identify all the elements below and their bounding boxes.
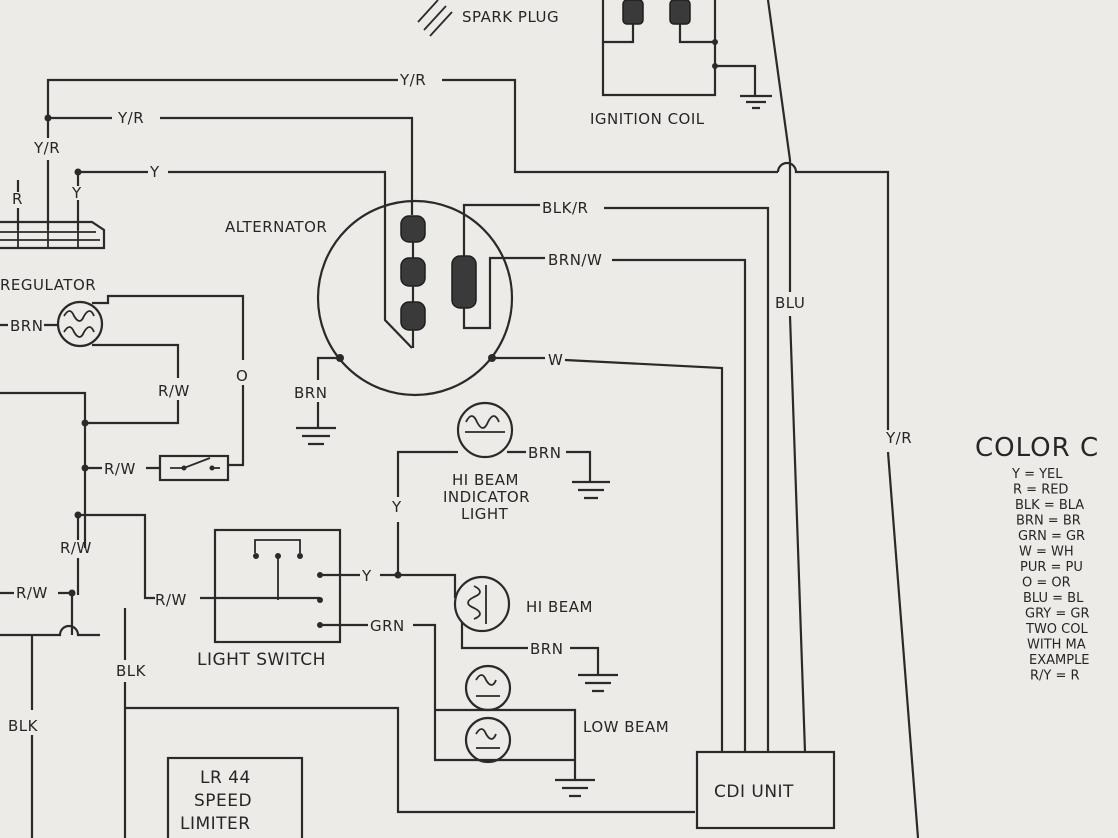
color-code-row: WITH MA (1027, 638, 1086, 653)
wire-label-y-reg: Y (71, 184, 82, 202)
wire-rw-4 (78, 513, 320, 600)
wire-label-rw-5: R/W (16, 584, 48, 602)
color-code-row: BLK = BLA (1015, 498, 1084, 513)
wire-label-rw-4: R/W (155, 591, 187, 609)
wire-brn-alt (316, 356, 340, 428)
color-code-row: Y = YEL (1011, 467, 1063, 482)
regulator-symbol (0, 220, 106, 250)
color-code-row: R = RED (1013, 483, 1068, 498)
wire-label-yr-right: Y/R (885, 429, 912, 447)
wire-label-grn: GRN (370, 617, 405, 635)
wire-label-brn-w: BRN/W (548, 251, 602, 269)
hi-beam-label: HI BEAM (526, 598, 593, 616)
wire-hump-lower (0, 624, 100, 637)
wire-blk-r (500, 203, 770, 752)
wire-label-rw-3: R/W (60, 539, 92, 557)
speed-limiter-line3: LIMITER (180, 814, 251, 834)
wire-grn (320, 623, 575, 762)
wire-label-w: W (548, 351, 563, 369)
wire-y-top (78, 170, 413, 349)
low-beam-symbol (435, 664, 595, 798)
color-code-row: BLU = BL (1023, 591, 1084, 606)
wire-label-blk-r: BLK/R (542, 199, 588, 217)
wire-blk-bottom (125, 706, 695, 814)
wire-label-y-mid: Y (391, 498, 402, 516)
wire-label-blu: BLU (775, 294, 805, 312)
wire-label-r-reg: R (12, 190, 23, 208)
wire-y-mid (396, 450, 452, 575)
cdi-unit-label: CDI UNIT (714, 782, 794, 802)
color-code-row: BRN = BR (1016, 514, 1081, 529)
wire-yr-second (48, 116, 414, 215)
ground-alternator (296, 426, 336, 446)
hi-beam-indicator-line2: INDICATOR (443, 488, 530, 506)
color-code-row: O = OR (1022, 576, 1071, 591)
wire-label-y-switch: Y (361, 567, 372, 585)
color-code-title: COLOR C (975, 433, 1099, 463)
brake-switch-box (158, 454, 230, 482)
color-code-row: R/Y = R (1030, 669, 1080, 684)
alternator-label: ALTERNATOR (225, 218, 327, 236)
wire-blu (788, 160, 807, 753)
color-code-row: TWO COL (1025, 622, 1088, 637)
wire-label-rw-1: R/W (158, 382, 190, 400)
wire-brn-w (505, 256, 747, 752)
spark-plug-symbol (417, 0, 453, 37)
alternator-circle (316, 199, 514, 397)
color-code-row: W = WH (1019, 545, 1074, 560)
hi-beam-symbol (453, 575, 618, 693)
wire-yr-top (46, 78, 778, 174)
wire-label-brn-left: BRN (10, 317, 43, 335)
wire-label-yr-left: Y/R (33, 139, 60, 157)
hi-beam-indicator-symbol (452, 401, 610, 500)
cdi-unit-box (695, 750, 836, 830)
wire-label-yr-top: Y/R (399, 71, 426, 89)
light-switch-box (213, 528, 342, 644)
light-switch-internals (253, 539, 323, 628)
ignition-coil-symbol (601, 0, 772, 110)
wire-y-switch (320, 573, 457, 598)
wire-label-rw-2: R/W (104, 460, 136, 478)
color-code-row: EXAMPLE (1029, 653, 1090, 668)
wire-rw-network (0, 391, 180, 548)
speed-limiter-line1: LR 44 (200, 768, 251, 788)
wire-label-blk-1: BLK (116, 662, 147, 680)
regulator-label: REGULATOR (0, 276, 96, 294)
light-switch-label: LIGHT SWITCH (197, 650, 326, 670)
wire-label-brn-indicator: BRN (528, 444, 561, 462)
wire-blu-upper (766, 0, 792, 161)
speed-limiter-line2: SPEED (194, 791, 252, 811)
wire-label-y-top: Y (149, 163, 160, 181)
hi-beam-indicator-line1: HI BEAM (452, 471, 519, 489)
wire-label-o: O (236, 367, 248, 385)
hi-beam-indicator-line3: LIGHT (461, 505, 509, 523)
wire-label-brn-alt: BRN (294, 384, 327, 402)
wire-label-yr-second: Y/R (117, 109, 144, 127)
low-beam-label: LOW BEAM (583, 718, 669, 736)
wire-label-blk-2: BLK (8, 717, 39, 735)
speed-limiter-box (166, 756, 304, 838)
spark-plug-label: SPARK PLUG (462, 8, 559, 26)
ignition-coil-label: IGNITION COIL (590, 110, 705, 128)
color-code-row: PUR = PU (1020, 560, 1083, 575)
color-code-row: GRY = GR (1025, 607, 1089, 622)
wire-w (492, 356, 724, 752)
wire-label-brn-hibeam: BRN (530, 640, 563, 658)
alternator-coils (400, 203, 505, 348)
color-code-row: GRN = GR (1018, 529, 1085, 544)
